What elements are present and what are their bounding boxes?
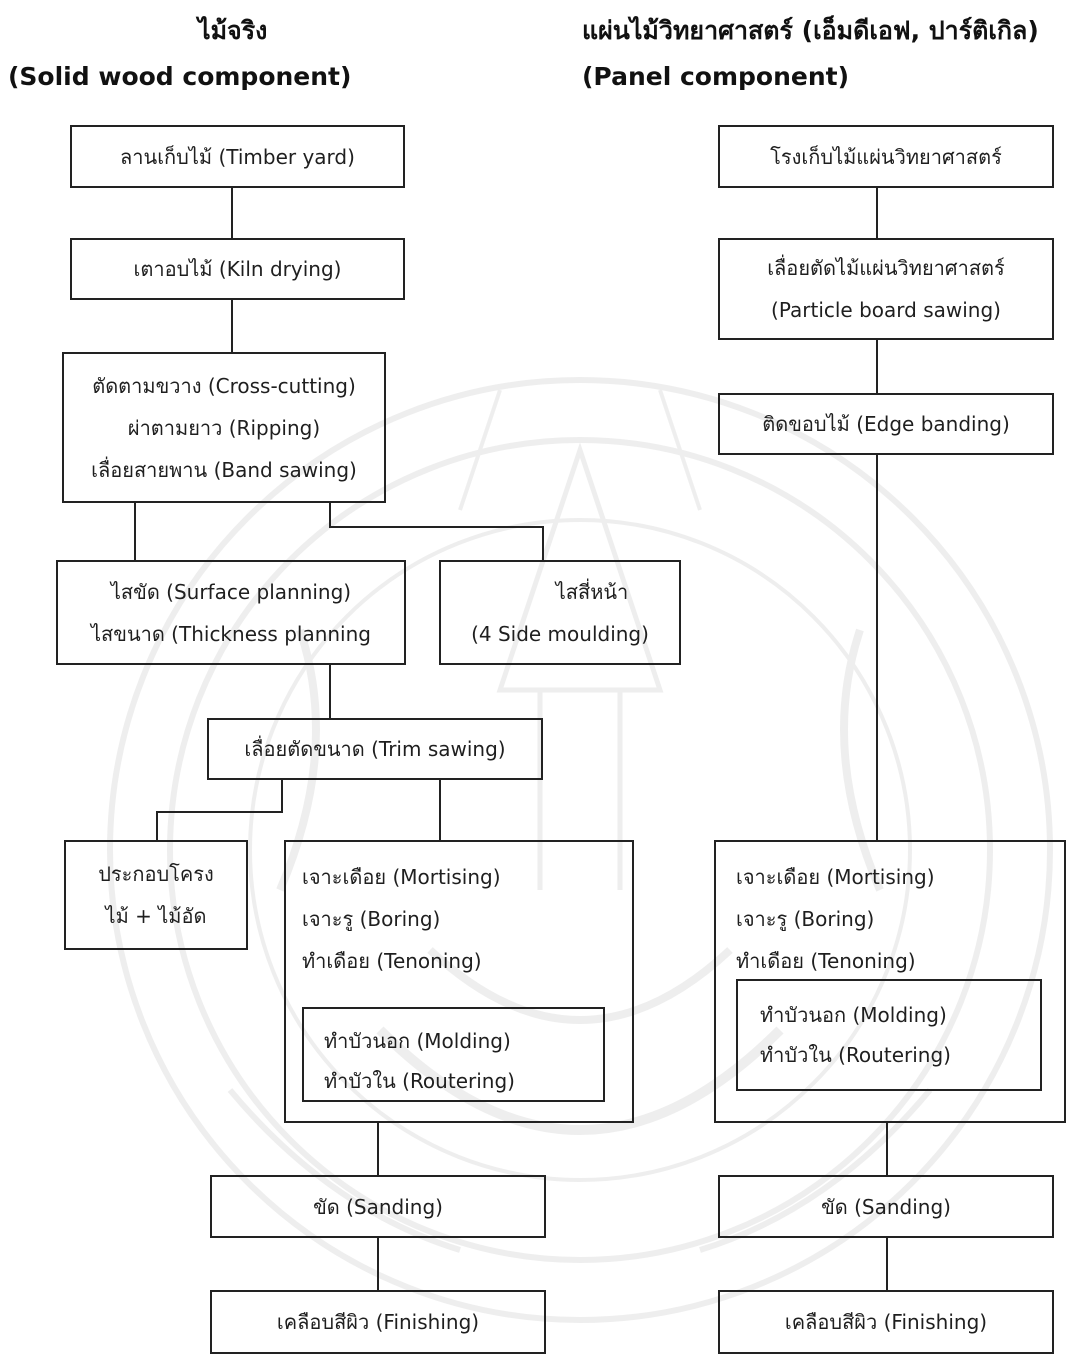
edge-banding-box: ติดขอบไม้ (Edge banding)	[718, 393, 1054, 455]
four-side-moulding-thai-label: ไสสี่หน้า	[555, 579, 629, 604]
solid-molding-subbox: ทำบัวนอก (Molding) ทำบัวใน (Routering)	[302, 1007, 605, 1102]
panel-sawing-thai-label: เลื่อยตัดไม้แผ่นวิทยาศาสตร์	[767, 256, 1005, 280]
panel-mortising-label: เจาะเดือย (Mortising)	[736, 865, 935, 889]
connector-cutting-moulding	[329, 503, 544, 560]
edge-banding-label: ติดขอบไม้ (Edge banding)	[762, 412, 1010, 436]
planning-box: ไสขัด (Surface planning) ไสขนาด (Thickne…	[56, 560, 406, 665]
four-side-moulding-label: (4 Side moulding)	[471, 621, 649, 646]
panel-sawing-label: (Particle board sawing)	[771, 298, 1001, 322]
panel-routering-label: ทำบัวใน (Routering)	[760, 1043, 951, 1067]
panel-sanding-label: ขัด (Sanding)	[821, 1194, 951, 1219]
trim-sawing-label: เลื่อยตัดขนาด (Trim sawing)	[244, 737, 506, 761]
ripping-label: ผ่าตามยาว (Ripping)	[127, 415, 321, 440]
moulding-box: ไสสี่หน้า (4 Side moulding)	[439, 560, 681, 665]
trim-sawing-box: เลื่อยตัดขนาด (Trim sawing)	[207, 718, 543, 780]
panel-machining-box: เจาะเดือย (Mortising) เจาะรู (Boring) ทำ…	[714, 840, 1066, 1123]
connector-trim-assembly	[156, 780, 283, 840]
solid-finishing-box: เคลือบสีผิว (Finishing)	[210, 1290, 546, 1354]
panel-storage-label: โรงเก็บไม้แผ่นวิทยาศาสตร์	[770, 144, 1002, 169]
band-sawing-label: เลื่อยสายพาน (Band sawing)	[91, 457, 357, 482]
cross-cutting-label: ตัดตามขวาง (Cross-cutting)	[92, 373, 356, 398]
timber-yard-label: ลานเก็บไม้ (Timber yard)	[120, 144, 355, 169]
solid-mortising-label: เจาะเดือย (Mortising)	[302, 865, 501, 889]
panel-boring-label: เจาะรู (Boring)	[736, 907, 875, 931]
panel-storage-box: โรงเก็บไม้แผ่นวิทยาศาสตร์	[718, 125, 1054, 188]
solid-routering-label: ทำบัวใน (Routering)	[324, 1069, 515, 1093]
panel-subtitle: (Panel component)	[582, 62, 850, 91]
solid-outer-molding-label: ทำบัวนอก (Molding)	[324, 1029, 511, 1053]
wood-plywood-label: ไม้ + ไม้อัด	[105, 904, 207, 928]
solid-sanding-label: ขัด (Sanding)	[313, 1194, 443, 1219]
panel-finishing-box: เคลือบสีผิว (Finishing)	[718, 1290, 1054, 1354]
solid-sanding-box: ขัด (Sanding)	[210, 1175, 546, 1238]
panel-finishing-label: เคลือบสีผิว (Finishing)	[784, 1310, 988, 1334]
cutting-box: ตัดตามขวาง (Cross-cutting) ผ่าตามยาว (Ri…	[62, 352, 386, 503]
panel-sanding-box: ขัด (Sanding)	[718, 1175, 1054, 1238]
frame-assembly-label: ประกอบโครง	[98, 862, 214, 886]
frame-assembly-box: ประกอบโครง ไม้ + ไม้อัด	[64, 840, 248, 950]
surface-planning-label: ไสขัด (Surface planning)	[110, 579, 352, 604]
panel-molding-subbox: ทำบัวนอก (Molding) ทำบัวใน (Routering)	[736, 979, 1042, 1091]
thickness-planning-label: ไสขนาด (Thickness planning	[91, 621, 371, 646]
kiln-drying-label: เตาอบไม้ (Kiln drying)	[133, 257, 342, 281]
kiln-drying-box: เตาอบไม้ (Kiln drying)	[70, 238, 405, 300]
timber-yard-box: ลานเก็บไม้ (Timber yard)	[70, 125, 405, 188]
panel-tenoning-label: ทำเดือย (Tenoning)	[736, 949, 916, 973]
solid-boring-label: เจาะรู (Boring)	[302, 907, 441, 931]
solid-wood-title: ไม้จริง	[198, 16, 268, 45]
solid-machining-box: เจาะเดือย (Mortising) เจาะรู (Boring) ทำ…	[284, 840, 634, 1123]
panel-outer-molding-label: ทำบัวนอก (Molding)	[760, 1003, 947, 1027]
solid-finishing-label: เคลือบสีผิว (Finishing)	[276, 1310, 480, 1334]
panel-sawing-box: เลื่อยตัดไม้แผ่นวิทยาศาสตร์ (Particle bo…	[718, 238, 1054, 340]
solid-wood-subtitle: (Solid wood component)	[8, 62, 352, 91]
solid-tenoning-label: ทำเดือย (Tenoning)	[302, 949, 482, 973]
panel-title: แผ่นไม้วิทยาศาสตร์ (เอ็มดีเอฟ, ปาร์ติเกิ…	[582, 16, 1039, 45]
